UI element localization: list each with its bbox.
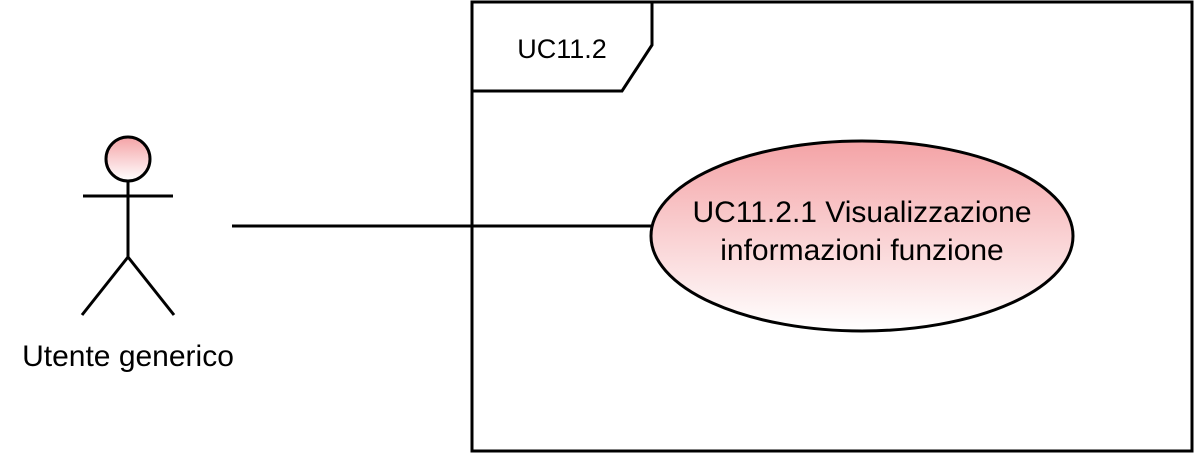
system-boundary-tab: [470, 0, 654, 93]
actor-right-leg: [126, 256, 176, 316]
system-boundary[interactable]: UC11.2: [470, 0, 1194, 453]
use-case-uc11-2-1[interactable]: UC11.2.1 Visualizzazione informazioni fu…: [649, 139, 1075, 333]
system-boundary-title: UC11.2: [517, 34, 607, 64]
actor-label: Utente generico: [22, 340, 234, 373]
actor-head: [104, 135, 152, 183]
use-case-label-line1: UC11.2.1 Visualizzazione: [692, 196, 1031, 229]
use-case-label-line2: informazioni funzione: [720, 234, 1004, 267]
use-case-ellipse: [649, 139, 1075, 333]
actor-utente-generico[interactable]: Utente generico: [22, 135, 234, 373]
actor-left-leg: [80, 256, 130, 316]
